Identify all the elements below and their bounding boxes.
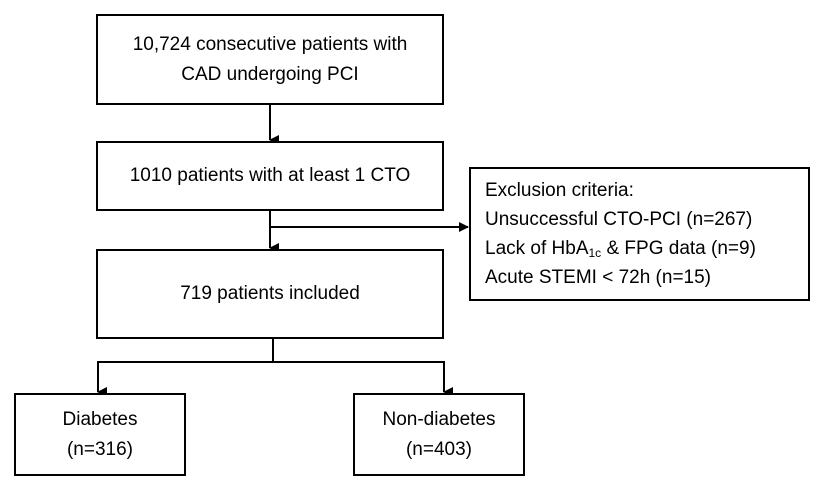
diabetes-count: (n=316) [66, 438, 134, 460]
exclusion-item2-suffix: & FPG data (n=9) [601, 238, 756, 259]
diabetes-box: Diabetes (n=316) [14, 393, 186, 476]
exclusion-item-lack-of-data: Lack of HbA1c & FPG data (n=9) [485, 234, 756, 263]
nondiabetes-count: (n=403) [405, 438, 473, 460]
nondiabetes-label: Non-diabetes [382, 408, 496, 430]
exclusion-item-unsuccessful-pci: Unsuccessful CTO-PCI (n=267) [485, 209, 753, 230]
exclusion-item-acute-stemi: Acute STEMI < 72h (n=15) [485, 267, 712, 288]
hba1c-subscript: 1c [588, 246, 602, 260]
exclusion-criteria-box: Exclusion criteria: Unsuccessful CTO-PCI… [469, 167, 810, 301]
included-patients-text: 719 patients included [180, 283, 360, 304]
cto-patients-box: 1010 patients with at least 1 CTO [96, 141, 444, 211]
total-patients-box: 10,724 consecutive patients with CAD und… [96, 14, 444, 105]
exclusion-item2-prefix: Lack of HbA [485, 238, 589, 259]
cto-patients-text: 1010 patients with at least 1 CTO [129, 165, 411, 186]
total-patients-line1: 10,724 consecutive patients with [132, 33, 408, 55]
total-patients-line2: CAD undergoing PCI [181, 63, 359, 85]
diabetes-label: Diabetes [62, 408, 138, 430]
exclusion-heading: Exclusion criteria: [485, 180, 634, 201]
included-patients-box: 719 patients included [96, 249, 444, 339]
nondiabetes-box: Non-diabetes (n=403) [353, 393, 525, 476]
